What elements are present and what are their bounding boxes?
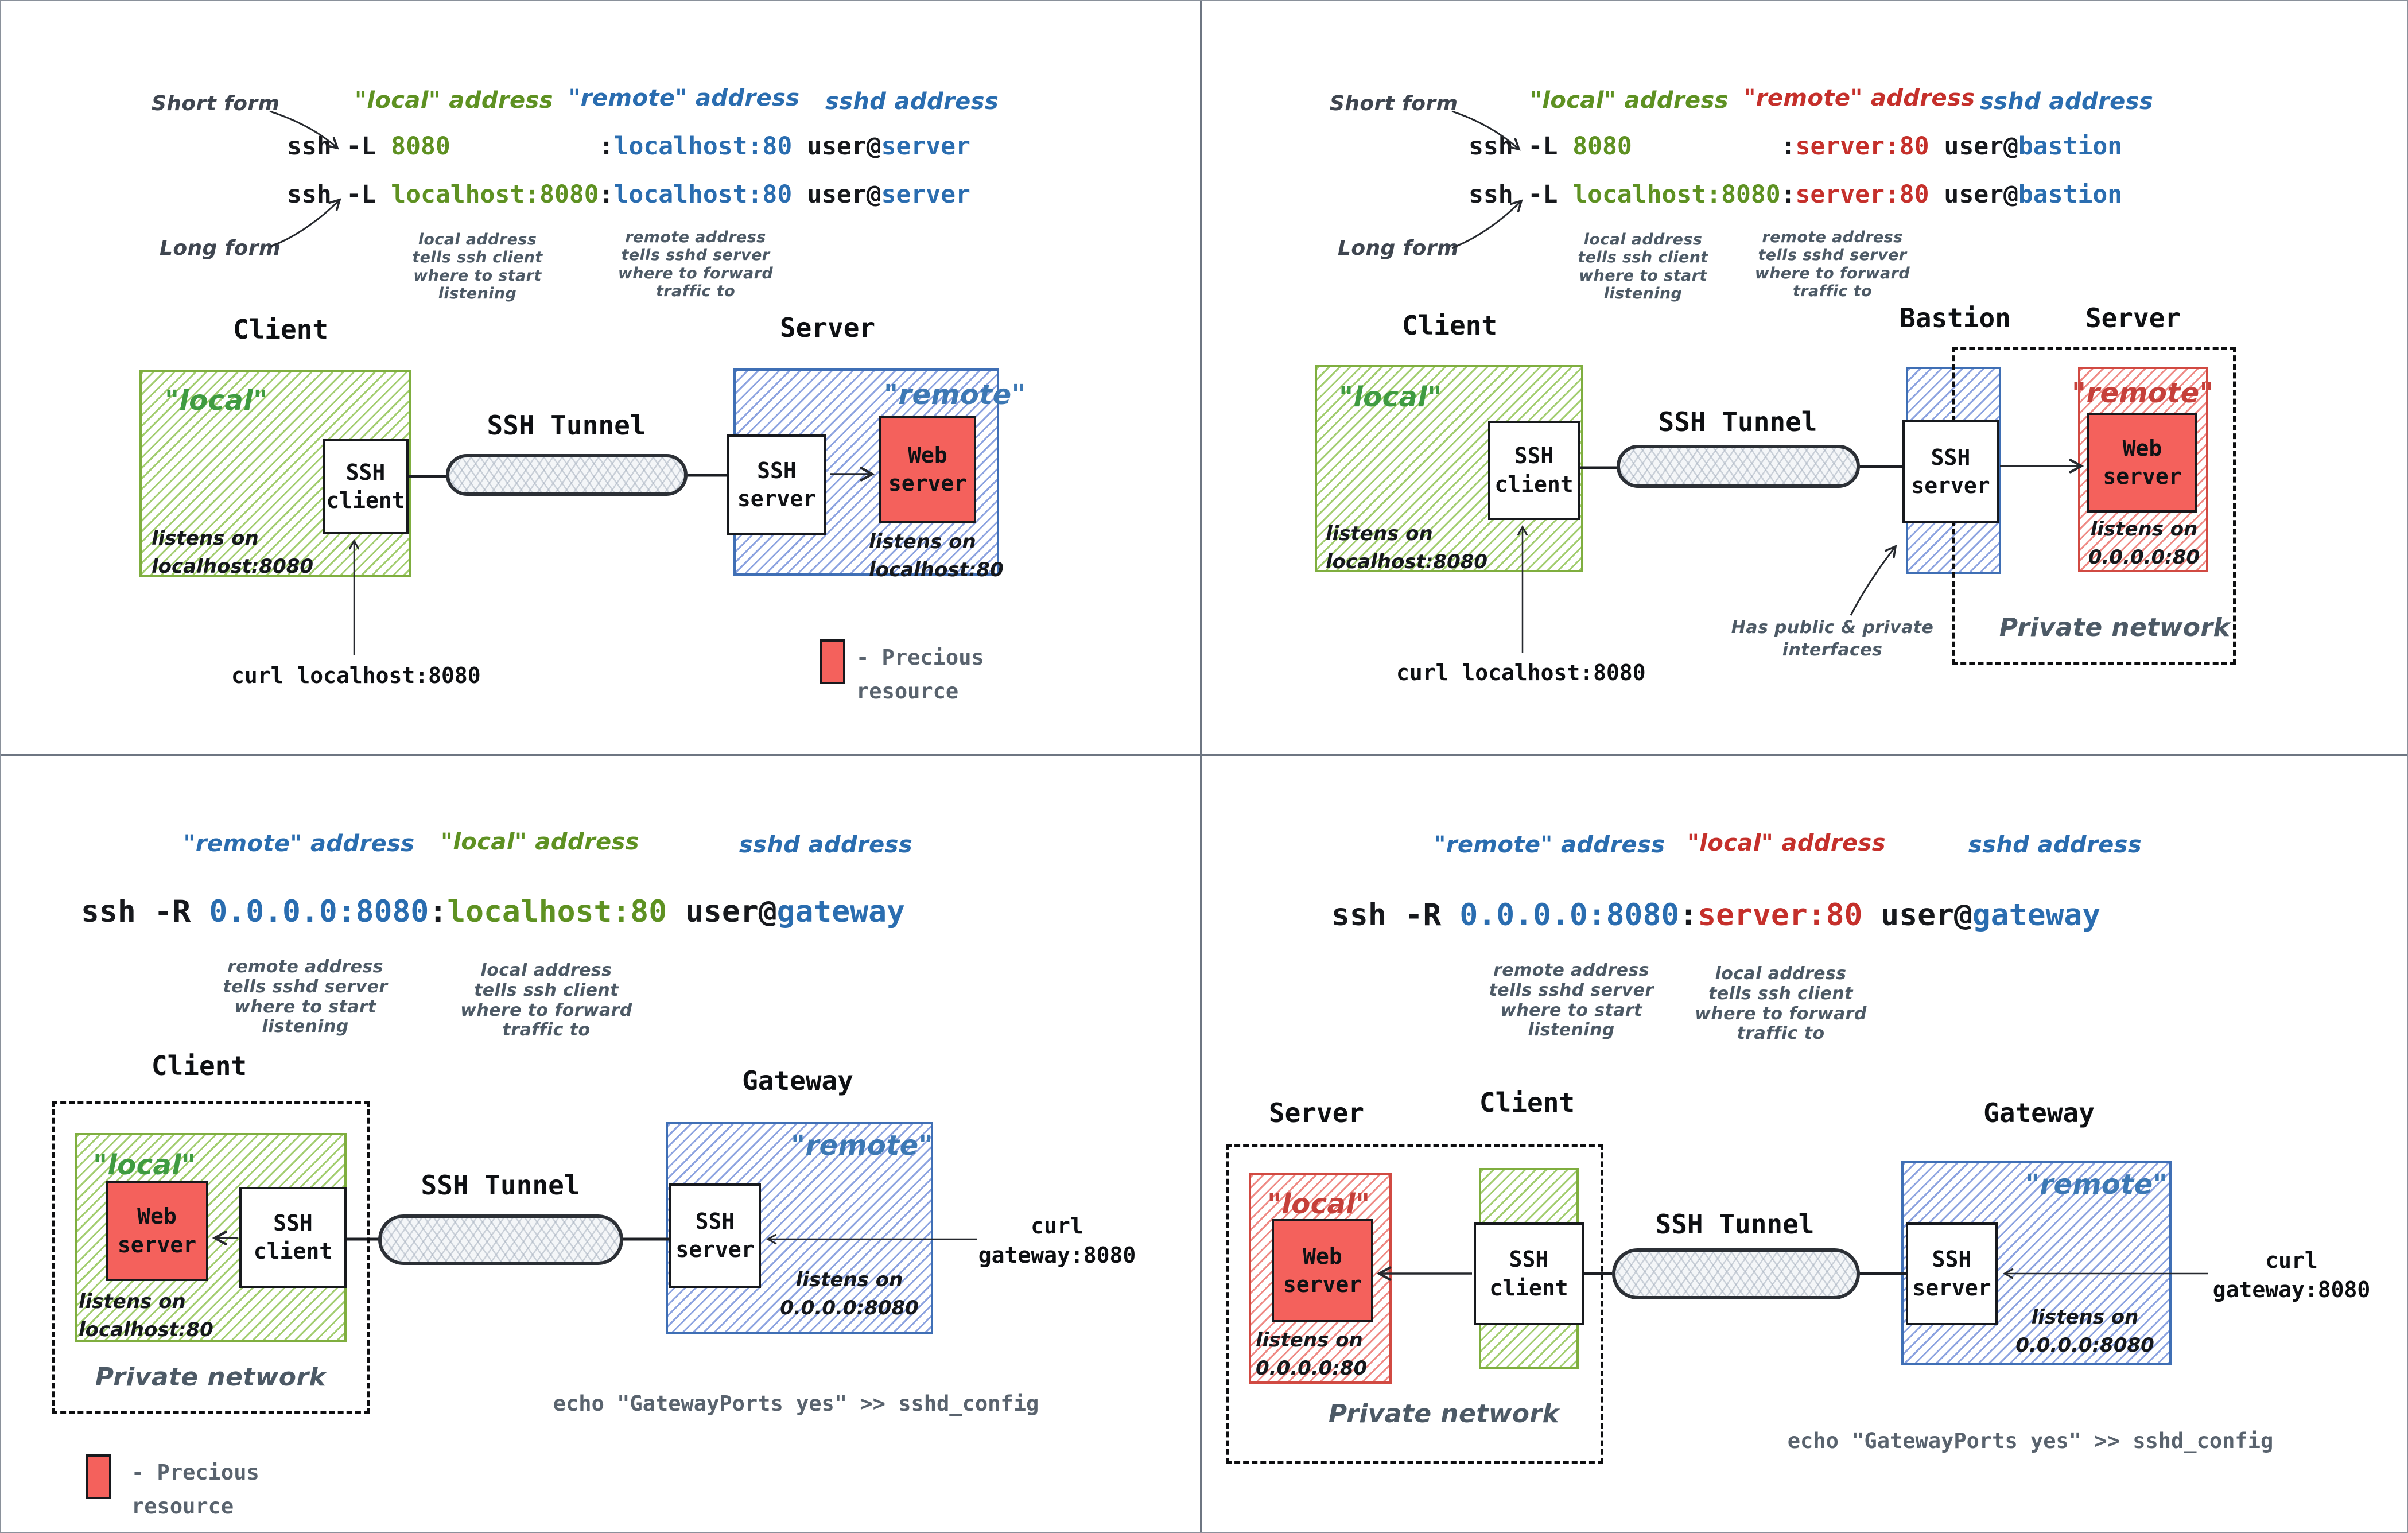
quadrant-remote-forward: "remote" address "local" address sshd ad… <box>1 755 1201 1532</box>
gateway-listens-label: listens on 0.0.0.0:8080 <box>780 1268 919 1320</box>
legend-swatch <box>86 1454 111 1499</box>
header-sshd-address: sshd address <box>1968 832 2142 858</box>
header-local-address: "local" address <box>1687 830 1886 856</box>
header-local-address: "local" address <box>1530 87 1729 114</box>
tunnel-label: SSH Tunnel <box>487 410 646 441</box>
command-short-form: ssh -L 8080 :server:80 user@bastion <box>1469 132 2123 161</box>
ssh-client-box: SSH client <box>1488 421 1580 520</box>
note-local-address: local address tells ssh client where to … <box>1578 231 1708 302</box>
quadrant-remote-forward-private: "remote" address "local" address sshd ad… <box>1201 755 2407 1532</box>
command-long-form: ssh -L localhost:8080:localhost:80 user@… <box>287 180 970 209</box>
note-remote-address: remote address tells sshd server where t… <box>1489 960 1654 1041</box>
server-title: Server <box>1268 1097 1365 1128</box>
command: ssh -R 0.0.0.0:8080:server:80 user@gatew… <box>1331 898 2101 933</box>
private-network-label: Private network <box>1328 1399 1560 1429</box>
server-listens-label: listens on 0.0.0.0:80 <box>2088 518 2200 569</box>
header-remote-address: "remote" address <box>1434 832 1665 858</box>
bastion-note-arrow <box>1850 545 1897 616</box>
ssh-server-box: SSH server <box>1902 420 1999 523</box>
ssh-client-box: SSH client <box>323 439 409 534</box>
header-remote-address: "remote" address <box>1743 85 1975 111</box>
curl-command: curl gateway:8080 <box>978 1213 1136 1268</box>
ssh-tunnel <box>1617 445 1860 488</box>
tunnel-label: SSH Tunnel <box>1658 406 1817 437</box>
ssh-tunnel <box>446 454 688 496</box>
ssh-client-box: SSH client <box>1474 1222 1584 1325</box>
header-remote-address: "remote" address <box>183 830 415 857</box>
gateway-title: Gateway <box>1983 1097 2095 1128</box>
horizontal-divider <box>1 754 2407 756</box>
ssh-tunnel <box>378 1214 623 1265</box>
remote-tag: "remote" <box>791 1130 933 1162</box>
private-network-label: Private network <box>95 1363 327 1392</box>
note-remote-address: remote address tells sshd server where t… <box>617 228 774 300</box>
long-form-label: Long form <box>1338 236 1459 260</box>
local-tag: "local" <box>1339 381 1442 413</box>
command: ssh -R 0.0.0.0:8080:localhost:80 user@ga… <box>81 894 905 929</box>
remote-tag: "remote" <box>2072 377 2214 409</box>
ssh-server-box: SSH server <box>669 1183 761 1288</box>
web-server-box: Web server <box>879 416 976 523</box>
server-listens-label: listens on localhost:80 <box>869 530 1004 582</box>
short-form-label: Short form <box>152 92 280 115</box>
web-listens-label: listens on localhost:80 <box>79 1290 213 1342</box>
header-remote-address: "remote" address <box>568 85 800 111</box>
curl-command: curl localhost:8080 <box>231 663 481 688</box>
long-form-label: Long form <box>160 236 281 260</box>
client-listens-label: listens on localhost:8080 <box>152 527 314 579</box>
note-remote-address: remote address tells sshd server where t… <box>223 957 388 1037</box>
bastion-note: Has public & private interfaces <box>1731 618 1934 660</box>
server-title: Server <box>2085 302 2181 333</box>
gatewayports-config: echo "GatewayPorts yes" >> sshd_config <box>1787 1429 2274 1453</box>
client-title: Client <box>151 1050 247 1081</box>
legend-swatch <box>820 639 845 684</box>
web-server-box: Web server <box>106 1181 208 1281</box>
private-network-boundary <box>1226 1144 1603 1464</box>
quadrant-local-forward-bastion: Short form "local" address "remote" addr… <box>1201 1 2407 755</box>
gateway-listens-label: listens on 0.0.0.0:8080 <box>2015 1306 2154 1357</box>
remote-tag: "remote" <box>2025 1169 2168 1201</box>
tunnel-label: SSH Tunnel <box>1655 1209 1815 1240</box>
command-short-form: ssh -L 8080 :localhost:80 user@server <box>287 132 970 161</box>
header-local-address: "local" address <box>441 829 639 855</box>
bastion-title: Bastion <box>1900 302 2011 333</box>
local-tag: "local" <box>1267 1188 1370 1220</box>
note-local-address: local address tells ssh client where to … <box>1695 964 1867 1044</box>
local-tag: "local" <box>165 385 268 417</box>
tunnel-label: SSH Tunnel <box>421 1170 580 1201</box>
client-title: Client <box>1479 1087 1575 1118</box>
server-title: Server <box>779 312 876 343</box>
header-sshd-address: sshd address <box>1979 88 2154 115</box>
note-local-address: local address tells ssh client where to … <box>412 231 543 302</box>
ssh-server-box: SSH server <box>1906 1222 1998 1325</box>
note-remote-address: remote address tells sshd server where t… <box>1754 228 1910 300</box>
ssh-server-box: SSH server <box>727 434 826 535</box>
note-local-address: local address tells ssh client where to … <box>460 960 632 1041</box>
curl-command: curl localhost:8080 <box>1396 660 1646 685</box>
header-local-address: "local" address <box>355 87 553 114</box>
private-network-boundary <box>52 1101 370 1414</box>
command-long-form: ssh -L localhost:8080:server:80 user@bas… <box>1469 180 2123 209</box>
vertical-divider <box>1200 1 1202 1532</box>
gatewayports-config: echo "GatewayPorts yes" >> sshd_config <box>553 1391 1039 1416</box>
quadrant-local-forward: Short form "local" address "remote" addr… <box>1 1 1201 755</box>
legend-label: - Precious resource <box>131 1460 259 1519</box>
ssh-tunnel <box>1612 1248 1860 1299</box>
private-network-label: Private network <box>1999 613 2231 642</box>
gateway-title: Gateway <box>742 1065 853 1096</box>
curl-command: curl gateway:8080 <box>2212 1248 2371 1303</box>
ssh-client-box: SSH client <box>239 1187 347 1288</box>
header-sshd-address: sshd address <box>825 88 999 115</box>
legend-label: - Precious resource <box>856 645 984 704</box>
short-form-label: Short form <box>1330 92 1458 115</box>
remote-tag: "remote" <box>884 379 1026 411</box>
web-server-box: Web server <box>2087 413 2197 513</box>
client-title: Client <box>232 314 329 345</box>
header-sshd-address: sshd address <box>739 832 913 858</box>
client-listens-label: listens on localhost:8080 <box>1326 522 1488 574</box>
client-title: Client <box>1401 310 1498 341</box>
web-server-box: Web server <box>1272 1219 1373 1322</box>
local-tag: "local" <box>93 1149 196 1181</box>
web-listens-label: listens on 0.0.0.0:80 <box>1256 1329 1368 1380</box>
